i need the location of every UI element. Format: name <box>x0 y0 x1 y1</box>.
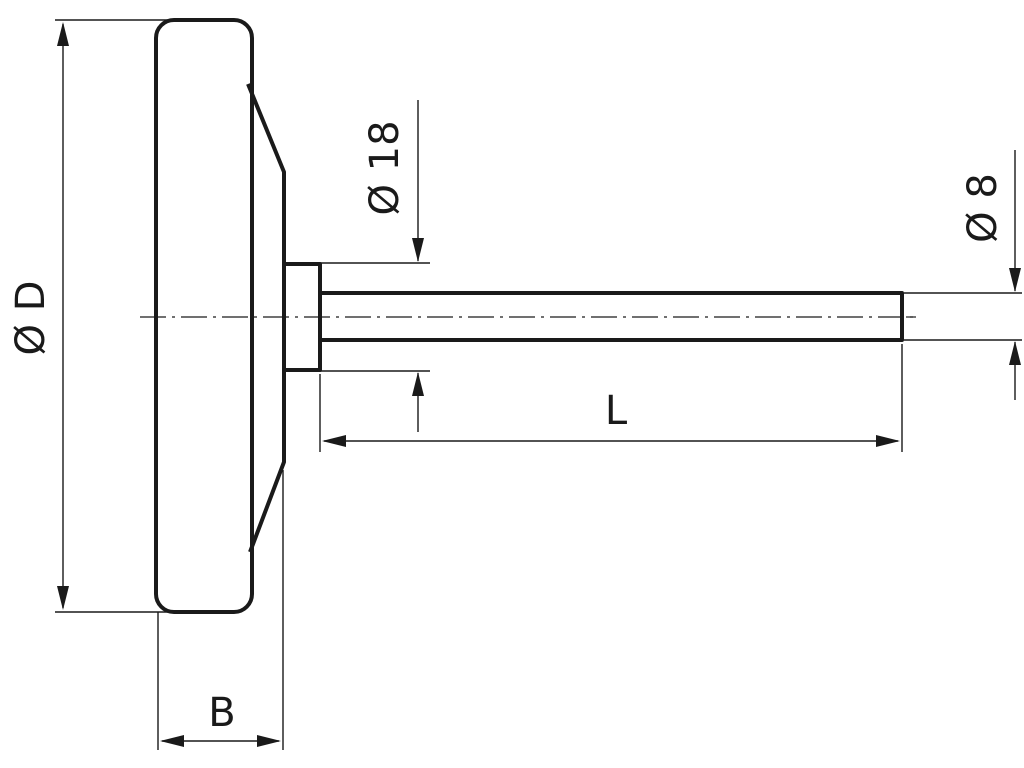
arrow-head <box>322 435 346 447</box>
dimension-label-b: B <box>208 690 235 736</box>
dimension-width-b: B <box>157 470 284 750</box>
dimension-length-l: L <box>319 344 903 452</box>
dimension-label-d: Ø D <box>8 281 54 356</box>
arrow-head <box>876 435 900 447</box>
arrow-head <box>412 238 424 262</box>
dimension-label-18: Ø 18 <box>362 120 408 215</box>
arrow-head <box>257 735 281 747</box>
dimension-label-8: Ø 8 <box>960 173 1006 243</box>
arrow-head <box>412 372 424 396</box>
dimension-diameter-18: Ø 18 <box>320 100 430 432</box>
dial-face <box>154 18 254 614</box>
arrow-head <box>57 22 69 46</box>
arrow-head <box>57 586 69 610</box>
dimension-diameter-d: Ø D <box>8 19 168 613</box>
arrow-head <box>1009 268 1021 292</box>
arrow-head <box>1009 341 1021 365</box>
dimension-label-l: L <box>605 388 628 434</box>
arrow-head <box>160 735 184 747</box>
dimension-diameter-8: Ø 8 <box>904 150 1022 400</box>
stem <box>318 291 904 342</box>
